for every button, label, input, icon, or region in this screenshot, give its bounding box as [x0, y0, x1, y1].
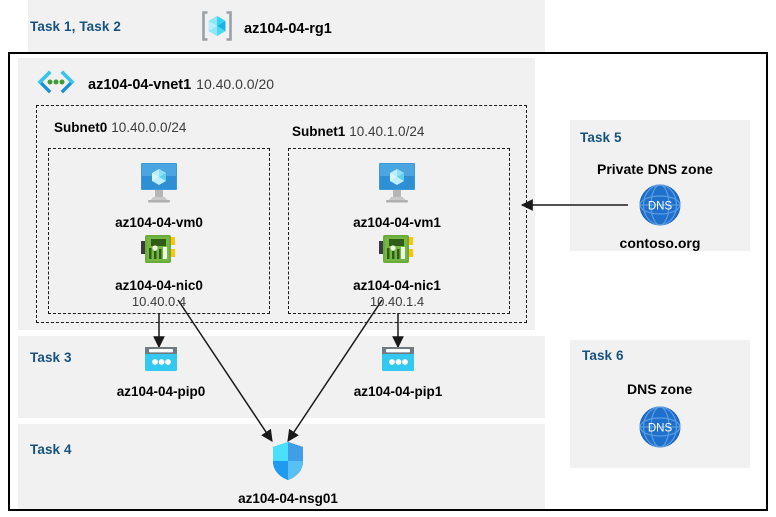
- vnet-dashed-boundary: [36, 105, 527, 323]
- node-nic1: az104-04-nic1 10.40.1.4: [317, 231, 477, 309]
- node-vm0: az104-04-vm0: [79, 160, 239, 230]
- dns-icon-text: DNS: [648, 201, 673, 213]
- node-pip0: az104-04-pip0: [81, 345, 241, 399]
- subnet-name-1: Subnet1: [292, 124, 346, 139]
- virtual-network-icon: [36, 70, 76, 99]
- virtual-machine-icon: [133, 160, 185, 211]
- task3-panel: [18, 336, 545, 418]
- subnet-cidr-1: 10.40.1.0/24: [349, 124, 425, 139]
- resource-group-icon: [200, 9, 234, 48]
- node-nic0: az104-04-nic0 10.40.0.4: [79, 231, 239, 309]
- public-ip-icon: [379, 345, 417, 380]
- resource-group-header-band: [28, 0, 545, 52]
- dns-icon-text: DNS: [648, 423, 673, 435]
- task-label-3: Task 3: [30, 350, 72, 365]
- network-interface-icon: [137, 231, 181, 274]
- vm0-label: az104-04-vm0: [115, 215, 203, 230]
- node-nsg: az104-04-nsg01: [208, 440, 368, 506]
- nic1-label: az104-04-nic1: [353, 278, 441, 293]
- network-security-group-icon: [269, 440, 307, 487]
- vnet-panel: [18, 58, 535, 330]
- node-private-dns-zone: DNS contoso.org: [580, 183, 740, 251]
- subnet-box-1: [288, 148, 510, 314]
- virtual-machine-icon: [371, 160, 423, 211]
- dns-zone-heading: DNS zone: [627, 381, 693, 397]
- subnet-name-0: Subnet0: [54, 120, 108, 135]
- pip1-label: az104-04-pip1: [353, 384, 443, 399]
- vm1-label: az104-04-vm1: [353, 215, 441, 230]
- dns-globe-icon: DNS: [638, 405, 682, 454]
- pip0-label: az104-04-pip0: [116, 384, 206, 399]
- task-label-5: Task 5: [580, 130, 622, 145]
- vnet-cidr: 10.40.0.0/20: [196, 75, 275, 92]
- task-label-1-2: Task 1, Task 2: [30, 19, 121, 34]
- task-label-4: Task 4: [30, 442, 72, 457]
- nic0-ip: 10.40.0.4: [131, 294, 187, 309]
- resource-group-frame: [8, 52, 768, 511]
- node-pip1: az104-04-pip1: [318, 345, 478, 399]
- private-dns-zone-heading: Private DNS zone: [597, 161, 713, 177]
- nic0-label: az104-04-nic0: [115, 278, 203, 293]
- node-dns-zone: DNS: [580, 405, 740, 454]
- subnet-cidr-0: 10.40.0.0/24: [111, 120, 187, 135]
- resource-group-title: az104-04-rg1: [200, 9, 332, 48]
- nsg-label: az104-04-nsg01: [238, 491, 338, 506]
- dns-globe-icon: DNS: [638, 183, 682, 232]
- nic1-ip: 10.40.1.4: [369, 294, 425, 309]
- node-vm1: az104-04-vm1: [317, 160, 477, 230]
- task-label-6: Task 6: [582, 348, 624, 363]
- resource-group-name: az104-04-rg1: [244, 20, 332, 37]
- public-ip-icon: [142, 345, 180, 380]
- network-interface-icon: [375, 231, 419, 274]
- private-dns-zone-domain: contoso.org: [619, 235, 701, 251]
- vnet-name: az104-04-vnet1: [88, 76, 192, 93]
